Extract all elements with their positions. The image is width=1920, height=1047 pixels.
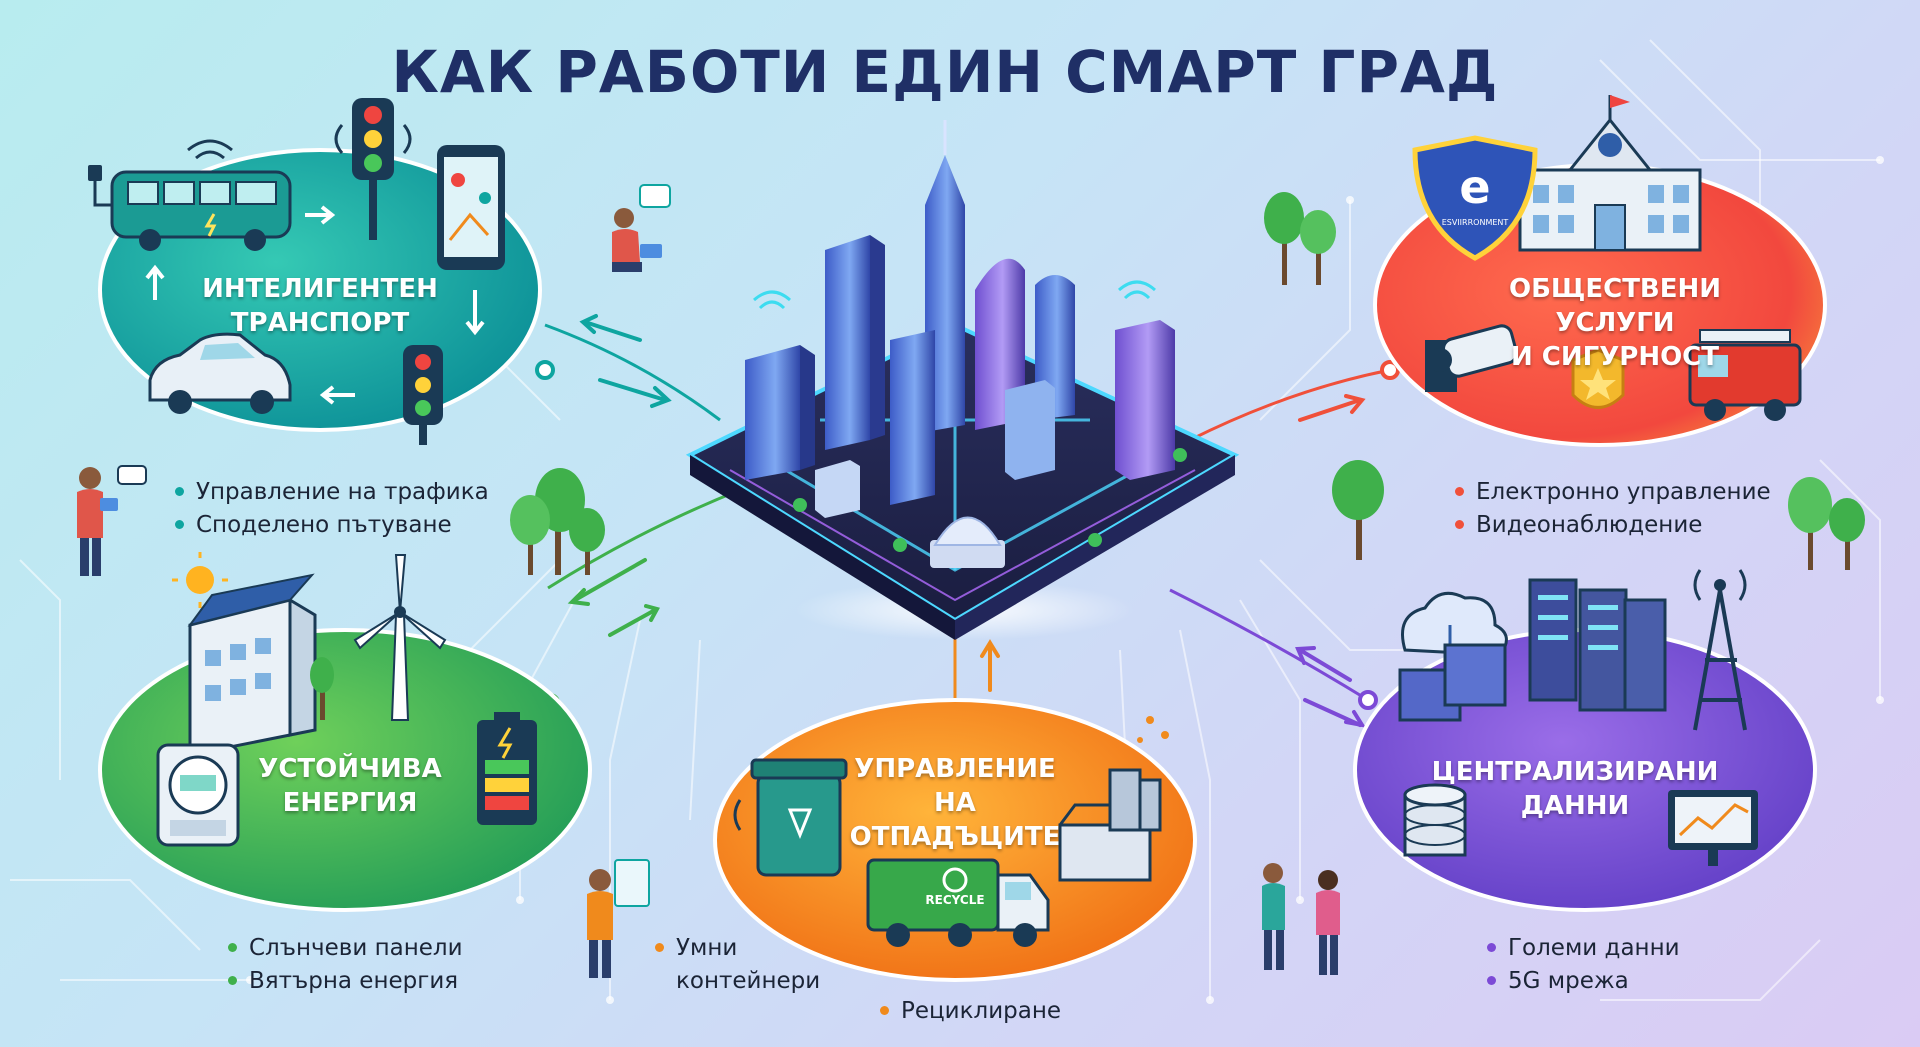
- building-low: [815, 330, 1055, 518]
- bullet-text: Споделено пътуване: [196, 512, 452, 538]
- list-item: 5G мрежа: [1487, 965, 1680, 998]
- list-item: Видеонаблюдение: [1455, 509, 1771, 542]
- list-item: Споделено пътуване: [175, 509, 489, 542]
- bullet-text: 5G мрежа: [1508, 968, 1629, 994]
- person-icon: [587, 859, 650, 978]
- recycling-plant-icon: [1058, 768, 1162, 882]
- waste-label: УПРАВЛЕНИЕ НА ОТПАДЪЦИТЕ: [830, 752, 1080, 854]
- list-item: Рециклиране: [880, 995, 1061, 1028]
- shield-caption: ESVIIRRONMENT: [1441, 218, 1509, 227]
- smartphone-map-icon: [437, 145, 505, 270]
- smart-meter-icon: [156, 743, 240, 847]
- sun-icon: [172, 552, 228, 608]
- list-item: Слънчеви панели: [228, 932, 463, 965]
- database-icon: [1403, 783, 1467, 857]
- waste-bullets-extra: Рециклиране: [880, 995, 1061, 1028]
- skyscraper-tall: [825, 235, 885, 450]
- node-transport: [88, 98, 542, 445]
- list-item: Вятърна енергия: [228, 965, 463, 998]
- circuit-lines: [10, 39, 1881, 1001]
- transport-bullets: Управление на трафика Споделено пътуване: [175, 476, 489, 542]
- central-city-platform: [685, 120, 1240, 640]
- skyscraper-curved: [975, 258, 1025, 430]
- tower-far-right: [1115, 320, 1175, 480]
- bullet-text: контейнери: [676, 968, 821, 994]
- node-energy: [98, 552, 592, 912]
- tree-icon: [310, 657, 334, 720]
- services-bullets: Електронно управление Видеонаблюдение: [1455, 476, 1771, 542]
- bullet-text: Рециклиране: [901, 998, 1062, 1024]
- fire-truck-icon: [1688, 329, 1802, 421]
- smart-bin-icon: [733, 758, 848, 877]
- waste-label-line: УПРАВЛЕНИЕ НА: [854, 754, 1056, 818]
- analytics-monitor-icon: [1668, 790, 1758, 866]
- list-item: Управление на трафика: [175, 476, 489, 509]
- transport-label-line: ТРАНСПОРТ: [230, 308, 410, 338]
- waste-label-line: ОТПАДЪЦИТЕ: [849, 822, 1061, 852]
- data-label-line: ЦЕНТРАЛИЗИРАНИ: [1431, 757, 1719, 787]
- energy-label-line: УСТОЙЧИВА: [258, 754, 442, 784]
- cell-tower-icon: [1693, 569, 1747, 731]
- skyscraper-left: [745, 345, 815, 480]
- solar-building-icon: [187, 573, 317, 757]
- police-badge-icon: [1571, 348, 1625, 409]
- car-icon: [148, 332, 292, 414]
- government-building-icon: [1518, 95, 1702, 252]
- bullet-text: Големи данни: [1508, 935, 1680, 961]
- services-label-line: И СИГУРНОСТ: [1511, 342, 1719, 372]
- bullet-text: Електронно управление: [1476, 479, 1771, 505]
- energy-label: УСТОЙЧИВА ЕНЕРГИЯ: [240, 752, 460, 820]
- energy-label-line: ЕНЕРГИЯ: [282, 788, 418, 818]
- cctv-camera-icon: [1425, 324, 1518, 392]
- shield-letter: e: [1459, 160, 1491, 214]
- transport-label: ИНТЕЛИГЕНТЕН ТРАНСПОРТ: [190, 272, 450, 340]
- tree-icon: [1264, 192, 1865, 570]
- flow-arrows: [567, 314, 1367, 728]
- transport-label-line: ИНТЕЛИГЕНТЕН: [202, 274, 438, 304]
- tree-icon: [510, 468, 605, 575]
- services-label-line: ОБЩЕСТВЕНИ УСЛУГИ: [1508, 274, 1722, 338]
- bullet-text: Умни: [676, 935, 738, 961]
- person-icon: [77, 465, 147, 576]
- connectors: [544, 323, 1391, 710]
- truck-label: RECYCLE: [925, 893, 985, 907]
- waste-bullets: Умни контейнери: [655, 932, 820, 998]
- wind-turbine-icon: [353, 554, 447, 721]
- traffic-light-icon: [334, 98, 412, 240]
- person-icon: [1262, 863, 1340, 975]
- bus-icon: [88, 165, 292, 251]
- node-services: [1373, 95, 1827, 447]
- bullet-text: Управление на трафика: [196, 479, 489, 505]
- node-data: [1353, 569, 1817, 912]
- list-item: контейнери: [655, 965, 820, 998]
- page-title: КАК РАБОТИ ЕДИН СМАРТ ГРАД: [391, 38, 1499, 106]
- bullet-text: Видеонаблюдение: [1476, 512, 1703, 538]
- list-item: Електронно управление: [1455, 476, 1771, 509]
- bullet-text: Вятърна енергия: [249, 968, 459, 994]
- garbage-truck-icon: [866, 858, 1050, 947]
- list-item: Умни: [655, 932, 820, 965]
- node-waste: [713, 698, 1197, 982]
- data-label-line: ДАННИ: [1520, 791, 1630, 821]
- battery-icon: [477, 712, 537, 825]
- server-rack-icon: [1398, 578, 1667, 722]
- person-icon: [612, 184, 671, 272]
- energy-bullets: Слънчеви панели Вятърна енергия: [228, 932, 463, 998]
- e-gov-shield-icon: [1412, 135, 1538, 261]
- wifi-icon: [753, 280, 1156, 310]
- data-bullets: Големи данни 5G мрежа: [1487, 932, 1680, 998]
- wifi-icon: [187, 139, 233, 160]
- bullet-text: Слънчеви панели: [249, 935, 463, 961]
- central-dome: [930, 516, 1005, 568]
- list-item: Големи данни: [1487, 932, 1680, 965]
- data-label: ЦЕНТРАЛИЗИРАНИ ДАННИ: [1420, 755, 1730, 823]
- services-label: ОБЩЕСТВЕНИ УСЛУГИ И СИГУРНОСТ: [1450, 272, 1780, 374]
- traffic-light-icon: [403, 345, 443, 445]
